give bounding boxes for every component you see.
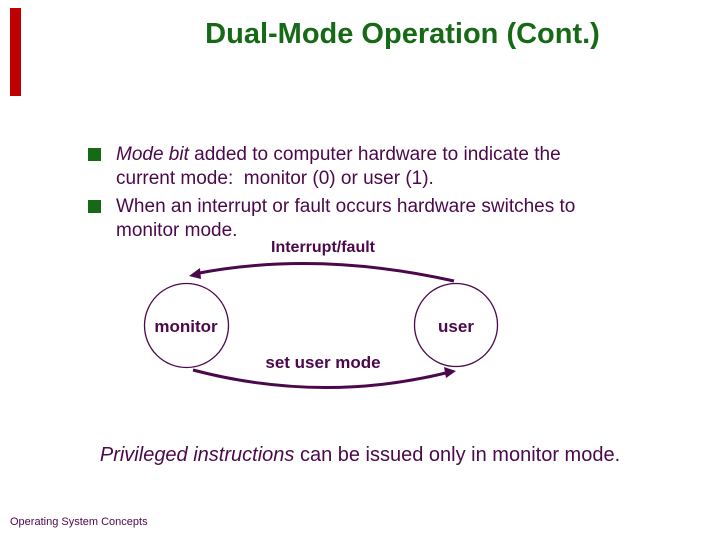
note-body: can be issued only in monitor mode. [294,444,621,466]
footer-text: Operating System Concepts [10,516,148,528]
monitor-state-circle [143,282,230,369]
privileged-instructions-note: Privileged instructions can be issued on… [0,444,720,467]
set-user-mode-arrow [192,368,451,390]
bullet-square-icon [88,148,101,161]
set-user-mode-arrowhead-icon [444,367,456,378]
user-state-circle [413,282,499,368]
interrupt-fault-label: Interrupt/fault [271,239,375,256]
bullet-square-icon [88,200,101,213]
bullet-item: When an interrupt or fault occurs hardwa… [88,195,633,243]
page-title: Dual-Mode Operation (Cont.) [205,18,600,50]
bullet-body: When an interrupt or fault occurs hardwa… [116,196,576,241]
bullet-item: Mode bit added to computer hardware to i… [88,143,633,191]
bullet-emphasis: Mode bit [116,144,189,165]
interrupt-fault-arrowhead-icon [189,268,201,279]
slide-accent-bar [10,8,21,96]
monitor-state-label: monitor [154,317,218,336]
bullet-text: Mode bit added to computer hardware to i… [116,143,561,191]
bullet-list: Mode bit added to computer hardware to i… [88,143,633,247]
bullet-body: added to computer hardware to indicate t… [116,144,561,189]
interrupt-fault-arrow [193,262,455,283]
note-emphasis: Privileged instructions [99,444,295,466]
bullet-text: When an interrupt or fault occurs hardwa… [116,195,575,243]
set-user-mode-label: set user mode [265,353,381,372]
user-state-label: user [438,317,474,336]
